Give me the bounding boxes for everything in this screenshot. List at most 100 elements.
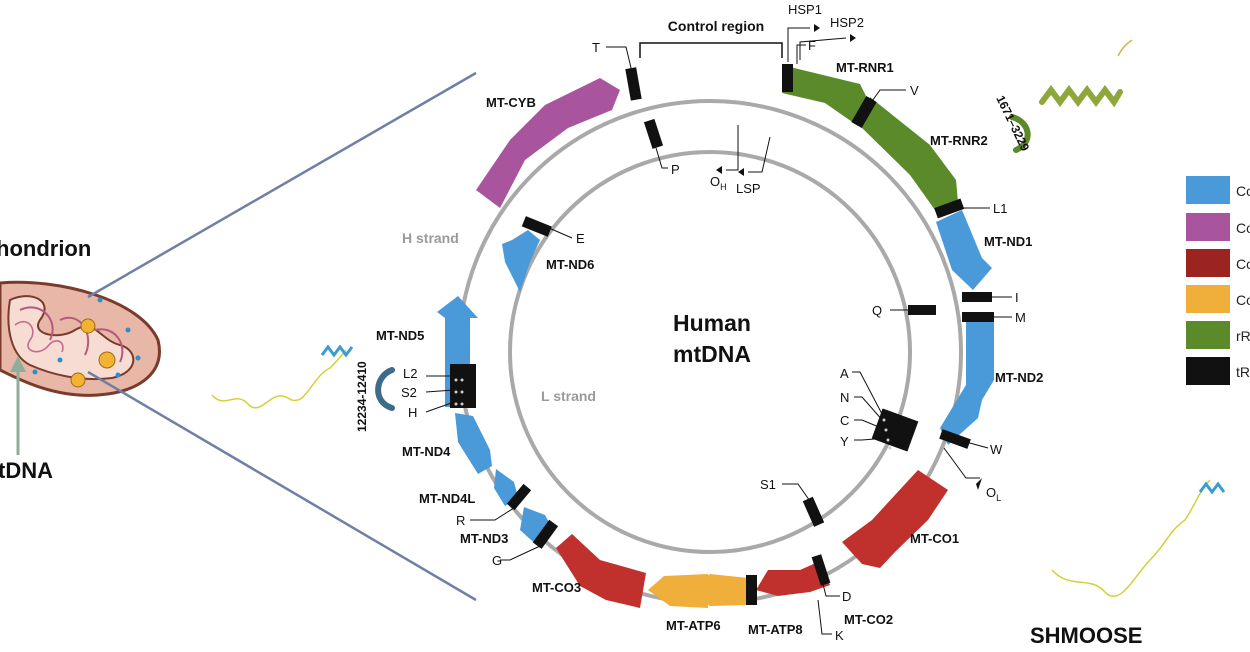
gene-label-mt-nd2: MT-ND2	[995, 370, 1043, 385]
helix-top-tail	[1117, 39, 1133, 57]
trna-block-i	[962, 292, 992, 302]
peptide-squiggle-left	[211, 349, 347, 409]
mitochondrion-illustration	[0, 280, 161, 455]
trna-label-i: I	[1015, 290, 1019, 305]
gene-arrow-mt-nd6	[502, 230, 540, 292]
trna-blocks	[450, 64, 994, 605]
legend-swatch-2	[1186, 249, 1230, 277]
shmoose-label: SHMOOSE	[1030, 623, 1142, 648]
gene-label-mt-co2: MT-CO2	[844, 612, 893, 627]
gene-label-mt-co1: MT-CO1	[910, 531, 959, 546]
callout-line-bottom	[87, 370, 477, 602]
hsp2-arrowhead	[850, 34, 856, 42]
trna-label-l2: L2	[403, 366, 417, 381]
lsp-arrowhead	[738, 168, 744, 176]
promoter-lsp: LSP	[736, 181, 761, 196]
gene-label-mt-nd4l: MT-ND4L	[419, 491, 475, 506]
helix-top	[1039, 85, 1123, 108]
legend-swatch-3	[1186, 285, 1230, 313]
trna-label-g: G	[492, 553, 502, 568]
legend-label-2: Co	[1236, 256, 1250, 272]
light-strand-circle	[508, 150, 912, 554]
trna-block-w	[939, 429, 971, 449]
trna-block-f	[782, 64, 793, 92]
rnr2-peptide-bracket	[1009, 114, 1031, 153]
legend-swatch-0	[1186, 176, 1230, 204]
gene-arrow-mt-rnr2	[860, 97, 958, 210]
trna-label-q: Q	[872, 303, 882, 318]
gene-arrow-mt-nd2	[940, 320, 994, 445]
gene-arrow-mt-co2	[756, 562, 830, 596]
promoter-hsp1: HSP1	[788, 2, 822, 17]
title-line-1: Human	[673, 310, 751, 336]
callout-line-top	[87, 71, 477, 299]
trna-label-s1: S1	[760, 477, 776, 492]
gene-arrow-mt-rnr1	[782, 67, 866, 126]
ancy-block-marks	[882, 418, 892, 450]
peptide-squiggle-right	[1051, 479, 1211, 597]
control-region-bracket	[639, 42, 783, 58]
nd5-block-marks	[454, 378, 464, 406]
trna-label-e: E	[576, 231, 585, 246]
nd5-peptide-bracket	[375, 367, 395, 411]
trna-label-y: Y	[840, 434, 849, 449]
trna-label-v: V	[910, 83, 919, 98]
organelle-label: hondrion	[0, 236, 91, 261]
legend-label-1: Co	[1236, 220, 1250, 236]
trna-label-r: R	[456, 513, 465, 528]
trna-label-d: D	[842, 589, 851, 604]
trna-label-c: C	[840, 413, 849, 428]
title-line-2: mtDNA	[673, 341, 751, 367]
trna-label-t: T	[592, 40, 600, 55]
legend-swatch-1	[1186, 213, 1230, 241]
origin-oh: OH	[710, 174, 727, 192]
gene-label-mt-rnr1: MT-RNR1	[836, 60, 894, 75]
gene-label-mt-nd1: MT-ND1	[984, 234, 1032, 249]
gene-label-mt-rnr2: MT-RNR2	[930, 133, 988, 148]
gene-label-mt-atp6: MT-ATP6	[666, 618, 721, 633]
range-b-label: 12234-12410	[355, 361, 369, 432]
gene-labels: MT-RNR1 MT-RNR2 MT-ND1 MT-ND2 MT-CO1 MT-…	[376, 60, 1043, 637]
helix-right	[1198, 481, 1226, 495]
gene-label-mt-nd6: MT-ND6	[546, 257, 594, 272]
gene-label-mt-nd3: MT-ND3	[460, 531, 508, 546]
trna-block-q	[908, 305, 936, 315]
trna-block-p	[643, 118, 664, 149]
trna-label-w: W	[990, 442, 1003, 457]
gene-arrow-mt-nd4l	[494, 469, 518, 506]
legend-label-0: Co	[1236, 183, 1250, 199]
trna-labels: T F V L1 I M W D K G R H S2 L2 E P Q A N…	[401, 38, 1026, 643]
trna-label-h: H	[408, 405, 417, 420]
gene-label-mt-co3: MT-CO3	[532, 580, 581, 595]
origin-ol: OL	[986, 485, 1001, 503]
trna-block-g	[532, 519, 559, 549]
gene-arrow-mt-atp6	[648, 574, 708, 608]
trna-label-s2: S2	[401, 385, 417, 400]
helix-left	[320, 344, 354, 358]
oh-arrowhead	[716, 166, 722, 174]
trna-block-t	[625, 67, 642, 101]
promoter-hsp2: HSP2	[830, 15, 864, 30]
legend-label-3: Co	[1236, 292, 1250, 308]
trna-label-f: F	[808, 38, 816, 53]
heavy-strand-label: H strand	[402, 230, 459, 246]
trna-label-p: P	[671, 162, 680, 177]
trna-block-e	[521, 216, 552, 237]
gene-arrows	[437, 67, 994, 608]
trna-block-s1	[802, 496, 825, 527]
gene-arrow-mt-co3	[556, 534, 646, 608]
gene-label-mt-nd4: MT-ND4	[402, 444, 451, 459]
gene-arrow-mt-nd1	[936, 210, 992, 290]
control-region-label: Control region	[668, 18, 764, 34]
trna-label-k: K	[835, 628, 844, 643]
trna-label-a: A	[840, 366, 849, 381]
gene-arrow-mt-nd4	[455, 413, 492, 474]
trna-block-ancy	[871, 408, 919, 452]
trna-block-k	[746, 575, 757, 605]
trna-block-d	[811, 554, 831, 586]
trna-block-l1	[934, 198, 965, 219]
hsp1-arrowhead	[814, 24, 820, 32]
gene-arrow-mt-co1	[842, 470, 948, 568]
gene-label-mt-atp8: MT-ATP8	[748, 622, 803, 637]
legend: Co Co Co Co rR tR	[1186, 176, 1250, 385]
